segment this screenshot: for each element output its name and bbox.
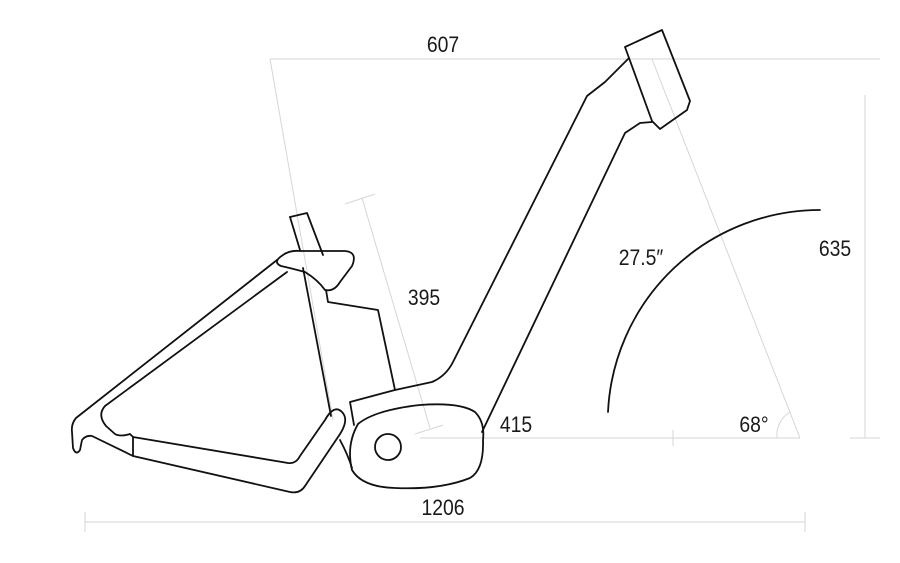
chainstay-join — [339, 439, 353, 469]
guide-lines — [84, 58, 880, 532]
head-angle-arc — [776, 411, 791, 439]
reach-dimension-label: 607 — [426, 32, 460, 57]
bottom-bracket-circle — [374, 433, 402, 461]
seat-tube-tick-bottom — [414, 424, 444, 435]
frame — [70, 29, 821, 494]
rear-triangle — [70, 259, 347, 494]
head-tube-axis-line — [651, 58, 801, 439]
seat-post-top — [289, 212, 324, 256]
stack-dimension-label: 635 — [818, 236, 852, 261]
seat-clamp — [276, 249, 355, 292]
down-tube-lower-edge — [481, 121, 653, 433]
wheelbase-dimension-label: 1206 — [421, 495, 465, 520]
seat-tube-left-edge — [302, 267, 332, 417]
seat-tube-dimension-label: 395 — [407, 285, 441, 310]
down-tube-upper-edge — [349, 57, 630, 426]
wheel-size-label: 27.5″ — [618, 245, 664, 270]
seat-post-left — [289, 216, 301, 251]
chainstay-dimension-label: 415 — [499, 412, 533, 437]
battery-bracket — [325, 289, 396, 391]
seat-tube-tick-top — [344, 193, 376, 205]
seat-tube-dimension-line — [361, 197, 431, 429]
wheel-arc — [607, 209, 821, 413]
seat-tube-axis-line — [269, 58, 334, 421]
head-angle-label: 68° — [739, 412, 769, 437]
head-tube — [624, 29, 691, 130]
motor-housing — [349, 403, 485, 490]
